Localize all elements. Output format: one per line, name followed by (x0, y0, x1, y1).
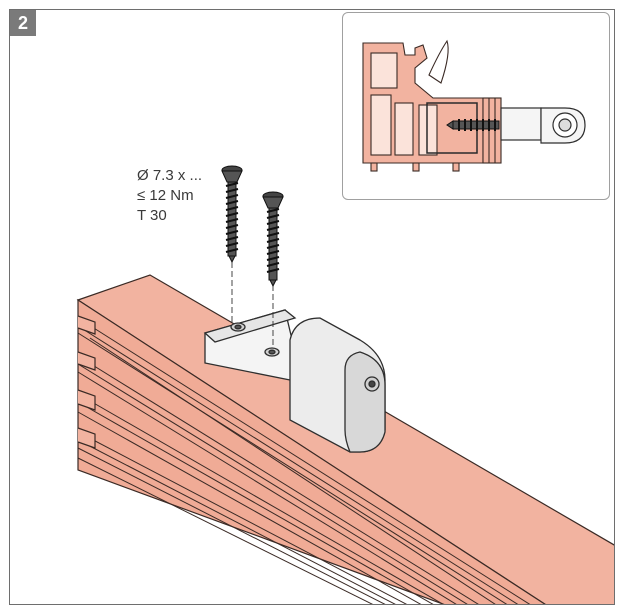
screw-right (262, 191, 284, 288)
hinge-body (203, 309, 386, 453)
step-number-badge: 2 (10, 10, 36, 36)
profile-side-face (77, 298, 546, 604)
cross-section-inset (342, 12, 610, 200)
screw-left (221, 165, 243, 264)
screw-diameter: Ø 7.3 x ... (137, 167, 203, 184)
profile-end-notches (77, 315, 96, 449)
screw-spec-label: Ø 7.3 x ... ≤ 12 Nm T 30 (137, 166, 202, 226)
screw-torque: ≤ 12 Nm (137, 187, 194, 204)
screw-axis-lines (231, 262, 274, 348)
screw-drive: T 30 (137, 207, 167, 224)
profile-cross-section (362, 39, 586, 172)
profile-grooves (77, 317, 531, 604)
